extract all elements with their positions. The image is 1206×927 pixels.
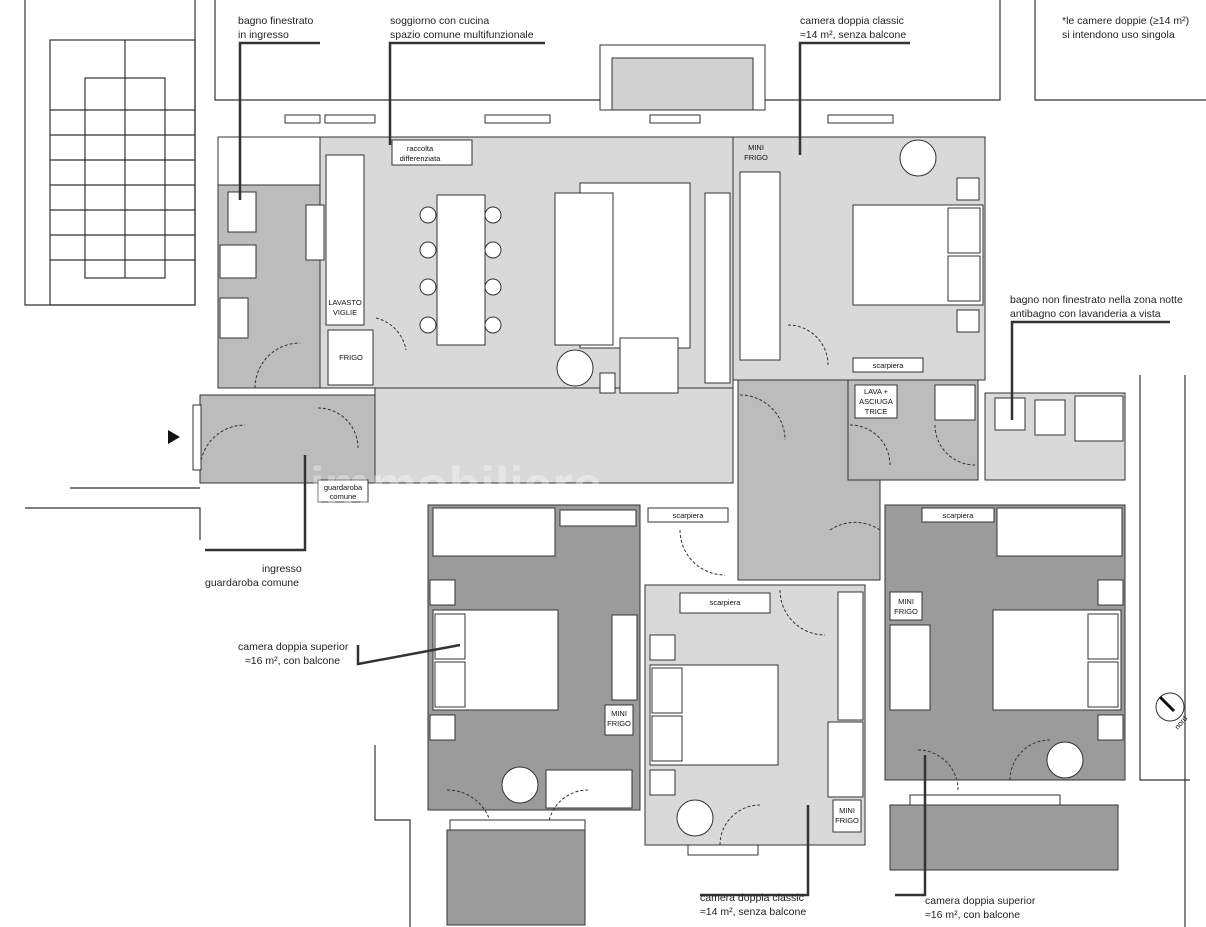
svg-text:FRIGO: FRIGO	[339, 353, 363, 362]
windows	[192, 114, 1061, 856]
building-outline	[24, 0, 1206, 927]
svg-text:TRICE: TRICE	[865, 407, 888, 416]
svg-text:FRIGO: FRIGO	[744, 153, 768, 162]
svg-text:≈16 m², con balcone: ≈16 m², con balcone	[245, 655, 340, 667]
svg-text:scarpiera: scarpiera	[873, 361, 905, 370]
leader-lines	[205, 41, 1170, 897]
tv-cabinet	[704, 192, 731, 384]
svg-text:bagno finestrato: bagno finestrato	[238, 15, 313, 27]
sink	[219, 297, 249, 339]
svg-text:*le camere doppie (≥14 m²): *le camere doppie (≥14 m²)	[1062, 15, 1189, 27]
svg-text:comune: comune	[330, 492, 357, 501]
furniture	[219, 139, 1124, 837]
kitchen-counter	[325, 154, 365, 326]
armchair	[619, 337, 679, 394]
watermark: immobiliare	[310, 457, 602, 515]
balcony-right	[889, 804, 1119, 871]
svg-text:FRIGO: FRIGO	[894, 607, 918, 616]
entrance-arrow-icon	[168, 430, 180, 444]
svg-text:scarpiera: scarpiera	[673, 511, 705, 520]
svg-text:guardaroba comune: guardaroba comune	[205, 577, 299, 589]
wardrobe-bottom	[837, 591, 864, 721]
svg-text:camera doppia classic: camera doppia classic	[700, 892, 804, 904]
svg-text:antibagno con lavanderia a vis: antibagno con lavanderia a vista	[1010, 308, 1161, 320]
compass-icon: nord	[1155, 692, 1189, 731]
svg-text:raccolta: raccolta	[407, 144, 434, 153]
coffee-table	[556, 349, 594, 387]
svg-text:≈16 m², con balcone: ≈16 m², con balcone	[925, 909, 1020, 921]
svg-text:ingresso: ingresso	[262, 563, 302, 575]
wardrobe-top	[739, 171, 781, 361]
svg-text:FRIGO: FRIGO	[835, 816, 859, 825]
svg-text:≈14 m², senza balcone: ≈14 m², senza balcone	[700, 906, 806, 918]
svg-text:scarpiera: scarpiera	[943, 511, 975, 520]
svg-text:MINI: MINI	[748, 143, 764, 152]
svg-text:guardaroba: guardaroba	[324, 483, 363, 492]
balcony-left	[446, 829, 586, 926]
staircase	[50, 40, 195, 279]
top-balcony-floor	[611, 57, 754, 111]
svg-text:camera doppia superior: camera doppia superior	[925, 895, 1036, 907]
svg-text:≈14 m², senza balcone: ≈14 m², senza balcone	[800, 29, 906, 41]
svg-text:spazio comune multifunzionale: spazio comune multifunzionale	[390, 29, 534, 41]
washer-dryer	[854, 384, 898, 419]
wardrobe-right	[996, 507, 1123, 557]
svg-text:bagno non finestrato nella zon: bagno non finestrato nella zona notte	[1010, 294, 1183, 306]
svg-text:in ingresso: in ingresso	[238, 29, 289, 41]
room-labels: bagno finestrato in ingresso soggiorno c…	[205, 15, 1189, 921]
svg-text:si intendono uso singola: si intendono uso singola	[1062, 29, 1175, 41]
svg-text:MINI: MINI	[898, 597, 914, 606]
kitchen-island	[305, 204, 325, 261]
svg-text:LAVASTO: LAVASTO	[328, 298, 362, 307]
svg-text:camera doppia classic: camera doppia classic	[800, 15, 904, 27]
svg-text:ASCIUGA: ASCIUGA	[859, 397, 893, 406]
svg-text:MINI: MINI	[611, 709, 627, 718]
desk-right	[889, 624, 931, 711]
wardrobe-left	[432, 507, 556, 557]
shoe-rack-top	[852, 357, 924, 373]
furniture-labels: raccolta differenziata LAVASTO VIGLIE FR…	[324, 143, 974, 825]
dining-table	[436, 194, 486, 346]
doors[interactable]	[199, 317, 1051, 846]
toilet	[219, 244, 257, 279]
svg-text:FRIGO: FRIGO	[607, 719, 631, 728]
hallway	[374, 387, 734, 484]
sofa	[554, 192, 614, 346]
svg-text:MINI: MINI	[839, 806, 855, 815]
bidet	[227, 191, 257, 233]
svg-text:scarpiera: scarpiera	[710, 598, 742, 607]
svg-text:camera doppia superior: camera doppia superior	[238, 641, 349, 653]
recycling-bin	[391, 139, 473, 166]
fridge	[327, 329, 374, 386]
svg-text:LAVA +: LAVA +	[864, 387, 889, 396]
svg-text:differenziata: differenziata	[400, 154, 442, 163]
svg-text:VIGLIE: VIGLIE	[333, 308, 357, 317]
svg-text:soggiorno con cucina: soggiorno con cucina	[390, 15, 489, 27]
shower	[1074, 395, 1124, 442]
